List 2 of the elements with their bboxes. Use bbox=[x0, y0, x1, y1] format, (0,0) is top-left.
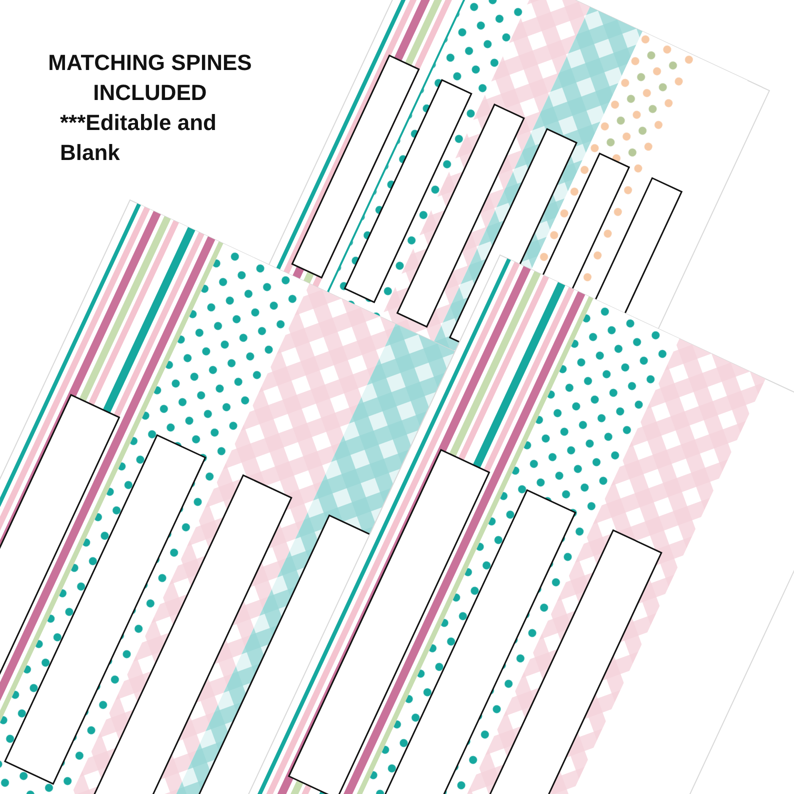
note-text: ***Editable and Blank bbox=[59, 109, 218, 167]
heading: MATCHING SPINES INCLUDED bbox=[47, 49, 253, 107]
